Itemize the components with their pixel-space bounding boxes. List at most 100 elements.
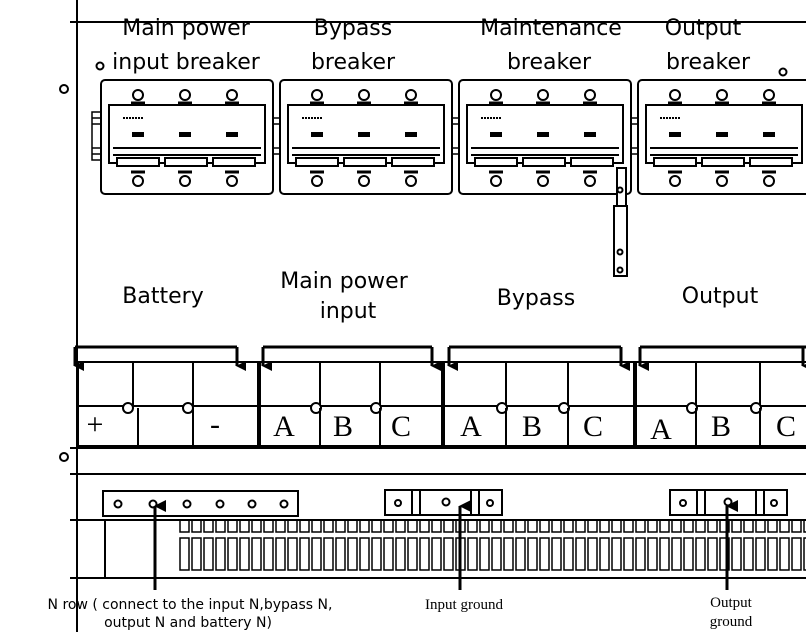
maintenance-breaker [458, 79, 632, 195]
terminal-main-c: C [391, 410, 411, 443]
vent-slot [623, 537, 634, 571]
bypass-breaker [279, 79, 453, 195]
terminal-bypass-c: C [583, 410, 603, 443]
vent-slot-top [659, 519, 670, 533]
vent-slot [383, 537, 394, 571]
vent-slot [767, 537, 778, 571]
breaker-label-main-power: Main power [122, 16, 250, 41]
group-label-output: Output [682, 284, 759, 309]
vent-slot [227, 537, 238, 571]
vent-slot [551, 537, 562, 571]
neutral-bar [102, 490, 299, 517]
vent-slot-top [347, 519, 358, 533]
vent-slot-top [647, 519, 658, 533]
vent-slot [443, 537, 454, 571]
vent-slot [431, 537, 442, 571]
maintenance-interlock-bar [613, 167, 628, 277]
terminal-main-a: A [273, 410, 295, 443]
vent-slot [335, 537, 346, 571]
vent-slot [323, 537, 334, 571]
vent-slot-top [779, 519, 790, 533]
vent-slot [395, 537, 406, 571]
vent-slot [419, 537, 430, 571]
vent-slot [575, 537, 586, 571]
callout-arrows [153, 500, 738, 590]
group-brackets [73, 345, 806, 371]
group-label-main-power-2: input [320, 299, 377, 324]
vent-slot [707, 537, 718, 571]
vent-slot-top [419, 519, 430, 533]
vent-slot-top [803, 519, 806, 533]
callout-labels: N row ( connect to the input N,bypass N,… [48, 595, 753, 631]
breaker-label-output-2: breaker [666, 50, 751, 75]
terminal-screw [122, 402, 134, 414]
vent-slot-top [503, 519, 514, 533]
breaker-label-bypass-2: breaker [311, 50, 396, 75]
breaker-label-output: Output [665, 16, 742, 41]
vent-slot-top [395, 519, 406, 533]
vent-slot [179, 537, 190, 571]
vent-slot-top [671, 519, 682, 533]
group-label-battery: Battery [122, 284, 203, 309]
vent-slot-top [443, 519, 454, 533]
vent-slot-top [467, 519, 478, 533]
vent-slot [611, 537, 622, 571]
terminal-labels: + - A B C A B C A B C [87, 408, 796, 446]
vent-slot-top [683, 519, 694, 533]
vent-slot-top [203, 519, 214, 533]
vent-slot [683, 537, 694, 571]
terminal-output-c: C [776, 410, 796, 443]
vent-slot-top [587, 519, 598, 533]
neutral-bar-hole [247, 499, 257, 509]
vent-slot [287, 537, 298, 571]
vent-slot-top [611, 519, 622, 533]
vent-slot-top [215, 519, 226, 533]
vent-slot [563, 537, 574, 571]
terminal-screws [122, 402, 762, 446]
vent-slot-top [359, 519, 370, 533]
vent-slot [587, 537, 598, 571]
vent-slot-top [323, 519, 334, 533]
vent-slot-top [479, 519, 490, 533]
vent-slot-top [755, 519, 766, 533]
vent-slot-top [623, 519, 634, 533]
callout-output-ground: Output [710, 595, 753, 611]
vent-slot-top [515, 519, 526, 533]
vent-slot [311, 537, 322, 571]
vent-slot-top [431, 519, 442, 533]
vent-slot-top [551, 519, 562, 533]
terminal-bypass-a: A [460, 410, 482, 443]
vent-slot [191, 537, 202, 571]
vent-slot [503, 537, 514, 571]
vent-slot [779, 537, 790, 571]
neutral-bar-hole [113, 499, 123, 509]
breaker-label-maintenance-2: breaker [507, 50, 592, 75]
vent-slot-top [263, 519, 274, 533]
vent-slot [599, 537, 610, 571]
vent-slot-top [527, 519, 538, 533]
vent-slot-top [599, 519, 610, 533]
breaker-label-bypass: Bypass [314, 16, 392, 41]
vent-slot-top [371, 519, 382, 533]
output-breaker [637, 79, 806, 195]
vent-slot-top [407, 519, 418, 533]
terminal-output-a: A [650, 413, 672, 446]
terminal-battery-negative: - [210, 408, 220, 441]
vent-slot [647, 537, 658, 571]
vent-slot-top [575, 519, 586, 533]
vent-slot-top [491, 519, 502, 533]
vent-slot [731, 537, 742, 571]
input-ground-bar [384, 489, 503, 516]
vent-slot [275, 537, 286, 571]
terminal-screw [182, 402, 194, 414]
vent-slot-top [707, 519, 718, 533]
vent-slot-top [791, 519, 802, 533]
neutral-bar-hole [215, 499, 225, 509]
vent-slot-top [311, 519, 322, 533]
vent-slot-top [743, 519, 754, 533]
vent-slot-top [719, 519, 730, 533]
group-label-main-power: Main power [280, 269, 408, 294]
callout-output-ground-2: ground [710, 614, 753, 630]
vent-slot [539, 537, 550, 571]
vent-slot [635, 537, 646, 571]
